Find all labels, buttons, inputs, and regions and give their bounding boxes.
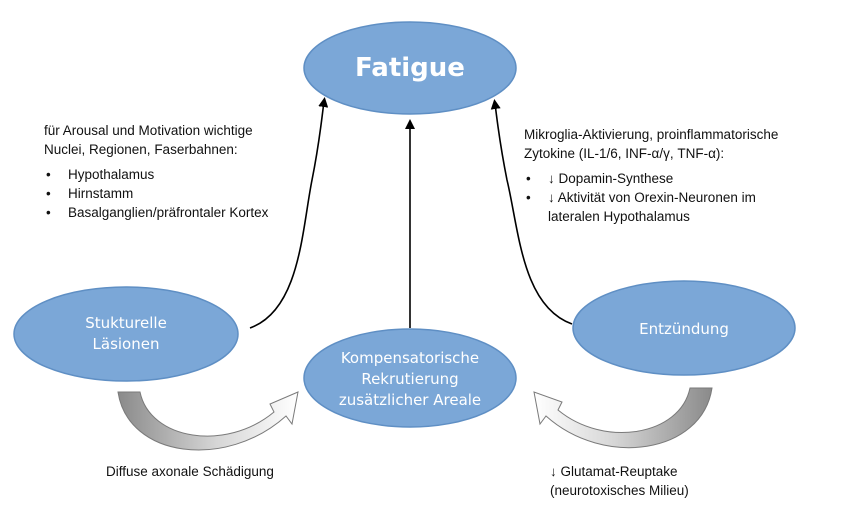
inflammation-ellipse [572, 280, 796, 376]
compensation-label: Kompensatorische Rekrutierung zusätzlich… [338, 348, 482, 409]
right-annotation-line2: Zytokine (IL-1/6, INF-α/γ, TNF-α): [524, 146, 725, 161]
curved-arrow-right [533, 387, 713, 449]
right-annotation-line1: Mikroglia-Aktivierung, proinflammatorisc… [524, 127, 779, 142]
lesions-ellipse [13, 286, 239, 382]
left-annotation: für Arousal und Motivation wichtige Nucl… [44, 121, 314, 222]
list-item: • ↓ Dopamin-Synthese [526, 171, 674, 186]
list-item: • Basalganglien/präfrontaler Kortex [46, 205, 269, 220]
left-annotation-line2: Nuclei, Regionen, Faserbahnen: [44, 142, 238, 157]
left-annotation-line1: für Arousal und Motivation wichtige [44, 123, 253, 138]
list-item: • Hypothalamus [46, 167, 155, 182]
fatigue-ellipse [303, 21, 517, 115]
list-item: • ↓ Aktivität von Orexin-Neuronen im lat… [526, 190, 756, 224]
right-annotation: Mikroglia-Aktivierung, proinflammatorisc… [524, 125, 824, 226]
compensation-ellipse [303, 328, 517, 428]
caption-left: Diffuse axonale Schädigung [106, 464, 274, 479]
lesions-label: Stukturelle Läsionen [85, 314, 167, 353]
inflammation-label: Entzündung [639, 320, 729, 338]
arrow-lesions-to-fatigue [249, 97, 329, 329]
arrow-inflammation-to-fatigue [490, 99, 573, 325]
curved-arrow-left [117, 391, 299, 451]
caption-right: ↓ Glutamat-Reuptake (neurotoxisches Mili… [550, 464, 689, 498]
fatigue-label: Fatigue [355, 53, 465, 83]
list-item: • Hirnstamm [46, 186, 134, 201]
